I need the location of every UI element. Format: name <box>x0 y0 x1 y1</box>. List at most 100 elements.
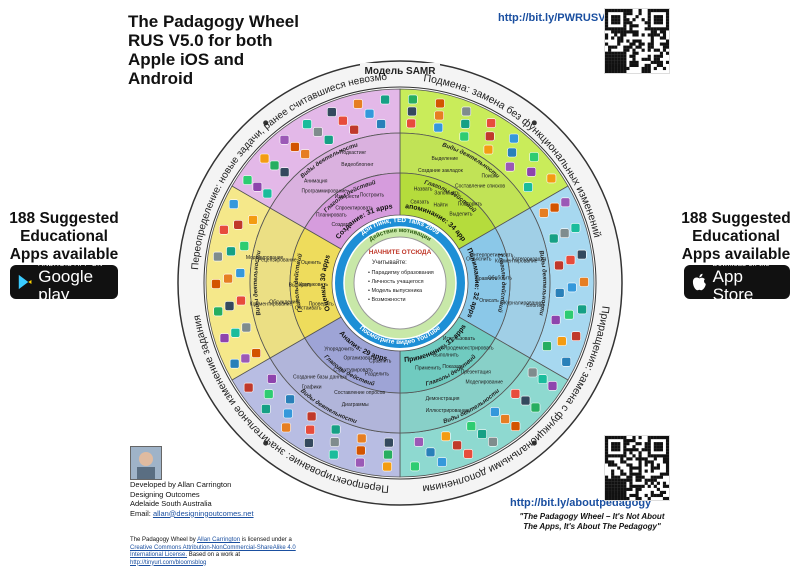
app-icon[interactable] <box>230 327 241 338</box>
app-icon[interactable] <box>437 457 447 467</box>
app-icon[interactable] <box>211 279 221 289</box>
app-icon[interactable] <box>460 119 471 129</box>
app-icon[interactable] <box>526 167 537 177</box>
app-icon[interactable] <box>305 424 316 435</box>
app-icon[interactable] <box>509 133 519 144</box>
app-icon[interactable] <box>406 118 417 129</box>
app-icon[interactable] <box>547 381 558 391</box>
app-icon[interactable] <box>554 288 565 298</box>
app-icon[interactable] <box>523 182 533 192</box>
app-icon[interactable] <box>560 197 571 208</box>
app-icon[interactable] <box>261 404 271 414</box>
google-play-button[interactable]: ANDROID APP ON Google play <box>10 261 118 303</box>
app-icon[interactable] <box>328 449 339 460</box>
app-icon[interactable] <box>484 131 495 142</box>
app-icon[interactable] <box>434 110 445 121</box>
app-icon[interactable] <box>224 301 235 311</box>
app-icon[interactable] <box>529 152 539 162</box>
app-icon[interactable] <box>313 127 323 137</box>
app-icon[interactable] <box>520 395 531 406</box>
app-icon[interactable] <box>570 223 581 233</box>
app-icon[interactable] <box>236 295 246 306</box>
app-icon[interactable] <box>326 107 337 117</box>
app-icon[interactable] <box>355 445 366 456</box>
app-icon[interactable] <box>537 374 548 385</box>
app-icon[interactable] <box>283 408 293 419</box>
app-icon[interactable] <box>248 215 258 225</box>
app-icon[interactable] <box>571 331 581 342</box>
app-icon[interactable] <box>262 188 273 199</box>
license-author-link[interactable]: Allan Carrington <box>197 537 241 543</box>
app-icon[interactable] <box>542 341 552 351</box>
app-icon[interactable] <box>565 255 576 265</box>
app-icon[interactable] <box>407 94 418 105</box>
app-icon[interactable] <box>500 414 510 424</box>
app-icon[interactable] <box>440 431 451 442</box>
app-icon[interactable] <box>486 118 496 128</box>
app-icon[interactable] <box>285 394 295 405</box>
app-icon[interactable] <box>329 437 340 447</box>
app-icon[interactable] <box>302 119 312 129</box>
app-icon[interactable] <box>376 119 386 129</box>
app-icon[interactable] <box>380 94 390 105</box>
app-icon[interactable] <box>281 422 291 433</box>
app-icon[interactable] <box>463 449 474 459</box>
app-icon[interactable] <box>330 424 341 435</box>
app-icon[interactable] <box>228 199 239 209</box>
app-icon[interactable] <box>538 208 549 218</box>
app-icon[interactable] <box>267 373 277 384</box>
app-icon[interactable] <box>259 153 270 164</box>
app-icon[interactable] <box>240 353 251 364</box>
app-icon[interactable] <box>461 106 472 117</box>
app-icon[interactable] <box>213 306 223 317</box>
url-pwrusv5-link[interactable]: http://bit.ly/PWRUSV5 <box>498 12 612 24</box>
app-icon[interactable] <box>219 333 230 343</box>
app-icon[interactable] <box>304 438 314 448</box>
app-icon[interactable] <box>577 304 587 315</box>
app-icon[interactable] <box>226 246 236 257</box>
app-icon[interactable] <box>263 389 274 399</box>
app-icon[interactable] <box>548 233 559 244</box>
app-icon[interactable] <box>290 142 300 152</box>
license-cc-link[interactable]: Creative Commons Attribution-NonCommerci… <box>130 544 296 559</box>
app-icon[interactable] <box>410 461 420 472</box>
app-icon[interactable] <box>507 147 517 158</box>
app-icon[interactable] <box>219 225 229 235</box>
app-icon[interactable] <box>466 421 477 432</box>
app-icon[interactable] <box>279 167 290 177</box>
app-icon[interactable] <box>251 348 261 358</box>
app-icon[interactable] <box>505 161 515 172</box>
app-icon[interactable] <box>407 106 417 117</box>
app-icon[interactable] <box>579 277 589 287</box>
app-icon[interactable] <box>239 241 250 251</box>
app-icon[interactable] <box>356 433 367 444</box>
app-icon[interactable] <box>489 407 500 417</box>
app-icon[interactable] <box>235 268 246 278</box>
app-icon[interactable] <box>554 260 564 271</box>
app-icon[interactable] <box>452 440 462 451</box>
app-icon[interactable] <box>338 115 348 126</box>
qr-code-top[interactable] <box>604 8 670 74</box>
app-icon[interactable] <box>229 358 240 369</box>
app-icon[interactable] <box>300 149 311 159</box>
app-icon[interactable] <box>510 388 521 399</box>
app-icon[interactable] <box>233 220 243 230</box>
app-icon[interactable] <box>364 108 375 119</box>
license-blog-link[interactable]: http://tinyurl.com/bloomsblog <box>130 559 207 566</box>
app-icon[interactable] <box>241 322 252 333</box>
app-icon[interactable] <box>483 144 494 155</box>
author-email-link[interactable]: allan@designingoutcomes.net <box>152 508 254 518</box>
app-icon[interactable] <box>242 175 253 185</box>
app-icon[interactable] <box>435 98 445 109</box>
app-icon[interactable] <box>550 315 561 325</box>
app-icon[interactable] <box>425 447 436 458</box>
app-icon[interactable] <box>530 402 541 413</box>
app-icon[interactable] <box>306 411 317 422</box>
app-icon[interactable] <box>349 124 360 135</box>
app-icon[interactable] <box>459 131 470 142</box>
app-icon[interactable] <box>556 336 567 347</box>
app-store-button[interactable]: Download on the App Store <box>684 261 790 303</box>
app-icon[interactable] <box>564 309 574 320</box>
app-icon[interactable] <box>477 429 487 439</box>
app-icon[interactable] <box>279 135 290 145</box>
